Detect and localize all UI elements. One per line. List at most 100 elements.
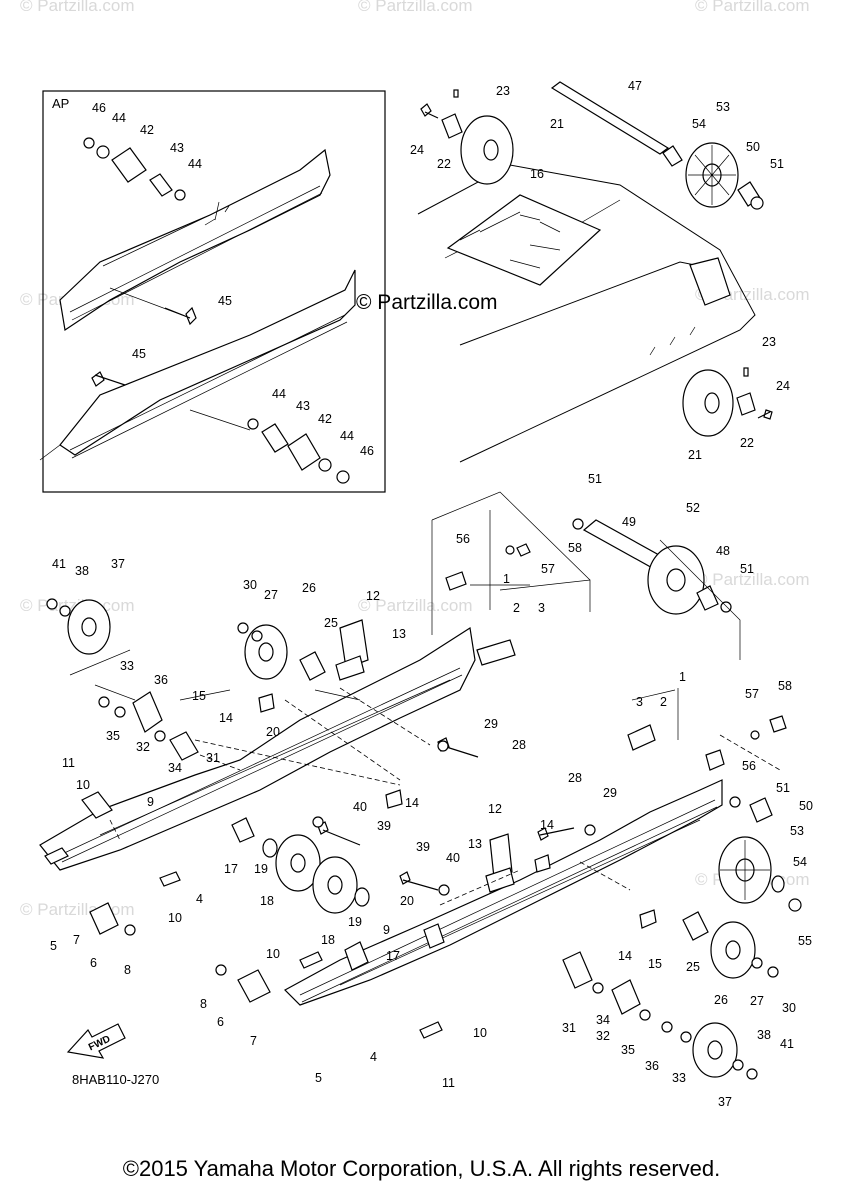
callout-49: 49 (622, 515, 636, 529)
callout-46: 46 (360, 444, 374, 458)
callout-50: 50 (746, 140, 760, 154)
washer-51 (750, 196, 764, 210)
callout-10: 10 (168, 911, 182, 925)
callout-17: 17 (224, 862, 238, 876)
slider-10c (299, 951, 323, 969)
washer-44c (247, 418, 259, 430)
callout-58: 58 (778, 679, 792, 693)
fwd-arrow: FWD (66, 1023, 126, 1059)
callout-28: 28 (512, 738, 526, 752)
washer-57b (750, 730, 760, 740)
callout-15: 15 (192, 689, 206, 703)
callout-15: 15 (648, 957, 662, 971)
callout-5: 5 (50, 939, 57, 953)
shaft-47 (550, 81, 670, 155)
callout-20: 20 (400, 894, 414, 908)
washer-51c (720, 601, 732, 613)
collar-43b (261, 423, 289, 453)
collar-42b (287, 433, 321, 471)
collar-31b (562, 951, 593, 989)
bracket-12 (339, 619, 369, 669)
callout-30: 30 (782, 1001, 796, 1015)
bolt-56 (445, 571, 467, 591)
collar-22b (736, 392, 756, 416)
cap-13 (335, 655, 365, 681)
callout-55: 55 (798, 934, 812, 948)
callout-26: 26 (714, 993, 728, 1007)
callout-7: 7 (73, 933, 80, 947)
callout-27: 27 (750, 994, 764, 1008)
ap-inset-frame (42, 90, 386, 493)
ring-33b (680, 1031, 692, 1043)
bracket-14 (258, 693, 275, 713)
washer-51d (729, 796, 741, 808)
collar-31 (169, 731, 199, 761)
callout-38: 38 (75, 564, 89, 578)
bracket-14d (639, 909, 657, 929)
washer-40b (438, 884, 450, 896)
nut-30 (237, 622, 249, 634)
nut-30b (767, 966, 779, 978)
bolt-24 (420, 103, 439, 119)
watermark: © Partzilla.com (695, 570, 810, 589)
copyright-notice: ©2015 Yamaha Motor Corporation, U.S.A. A… (122, 1156, 721, 1181)
callout-8: 8 (200, 997, 207, 1011)
bracket-14b (385, 789, 403, 809)
callout-51: 51 (588, 472, 602, 486)
callout-33: 33 (120, 659, 134, 673)
nut-46b (336, 470, 350, 484)
callout-10: 10 (473, 1026, 487, 1040)
callout-33: 33 (672, 1071, 686, 1085)
callout-38: 38 (757, 1028, 771, 1042)
watermark: © Partzilla.com (358, 596, 473, 615)
callout-5: 5 (315, 1071, 322, 1085)
callout-14: 14 (405, 796, 419, 810)
callout-3: 3 (538, 601, 545, 615)
washer-38b (732, 1059, 744, 1071)
bolt-56b (705, 749, 725, 771)
washer-29b (584, 824, 596, 836)
callout-44: 44 (272, 387, 286, 401)
callout-56: 56 (742, 759, 756, 773)
watermark: © Partzilla.com (358, 0, 473, 15)
callout-54: 54 (793, 855, 807, 869)
inset-rail-lower (59, 269, 356, 459)
nut-41 (46, 598, 58, 610)
ring-54 (771, 875, 785, 893)
callout-31: 31 (562, 1021, 576, 1035)
callout-27: 27 (264, 588, 278, 602)
washer-44b (174, 189, 186, 201)
callout-10: 10 (76, 778, 90, 792)
callout-31: 31 (206, 751, 220, 765)
callout-29: 29 (603, 786, 617, 800)
callout-18: 18 (260, 894, 274, 908)
callout-10: 10 (266, 947, 280, 961)
callout-35: 35 (106, 729, 120, 743)
collar-25b (682, 911, 709, 941)
callout-23: 23 (762, 335, 776, 349)
collar-42 (111, 147, 147, 183)
collar-22 (441, 113, 463, 139)
ring-36 (114, 706, 126, 718)
slider-10 (44, 847, 69, 865)
callout-16: 16 (530, 167, 544, 181)
callout-34: 34 (168, 761, 182, 775)
callout-41: 41 (52, 557, 66, 571)
collar-58 (516, 543, 531, 557)
callout-42: 42 (318, 412, 332, 426)
callout-23: 23 (496, 84, 510, 98)
right-rail (284, 779, 723, 1006)
slider-10d (419, 1021, 443, 1039)
bolt-24b (757, 409, 773, 420)
stopper-9 (81, 791, 113, 819)
callout-24: 24 (776, 379, 790, 393)
callout-26: 26 (302, 581, 316, 595)
nut-55 (788, 898, 802, 912)
callout-54: 54 (692, 117, 706, 131)
callout-7: 7 (250, 1034, 257, 1048)
washer-44d (318, 458, 332, 472)
callout-43: 43 (170, 141, 184, 155)
callout-34: 34 (596, 1013, 610, 1027)
bolt-28b (537, 827, 575, 841)
collar-25 (299, 651, 326, 681)
